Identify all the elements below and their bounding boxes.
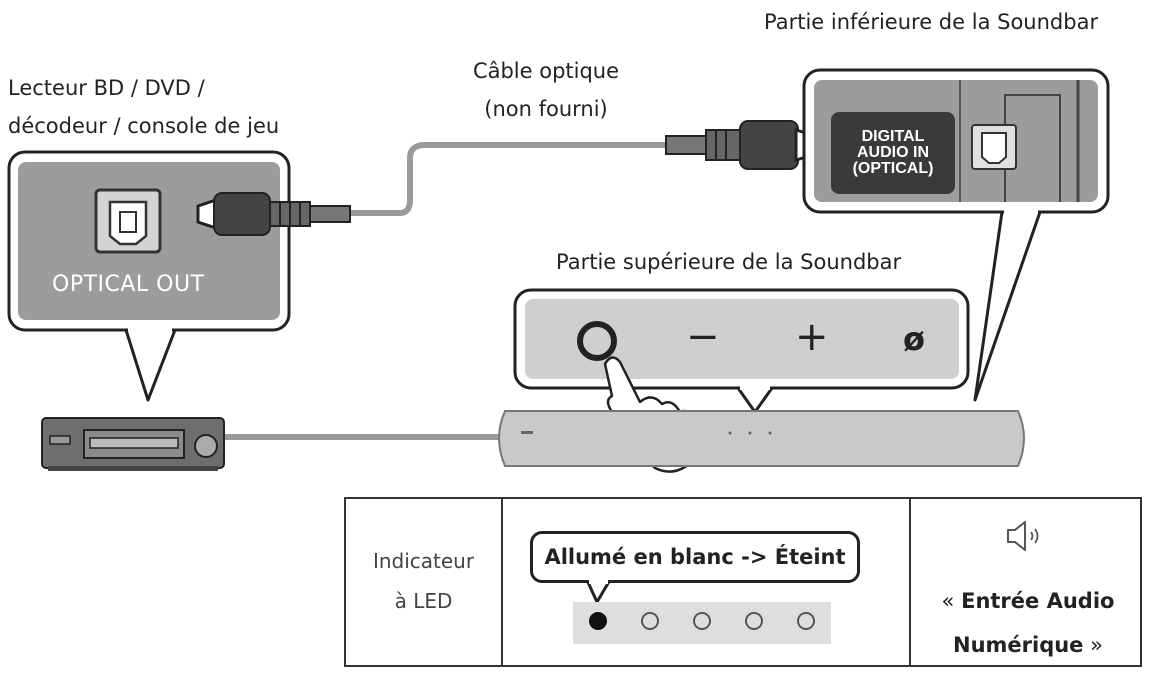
bd-player-icon [41,417,225,471]
led-dot [641,612,659,630]
soundbar-top-callout [513,288,970,414]
led-dot [745,612,763,630]
mode-line2: Numérique » [914,623,1142,667]
cable-label-line1: Câble optique [472,59,620,83]
cable-label-line2: (non fourni) [484,97,608,121]
table-divider-1 [501,499,503,665]
source-callout [7,150,291,402]
mode-suffix: » [1090,633,1103,657]
speaker-icon [914,517,1142,559]
power-button-icon [577,321,617,361]
led-dot [797,612,815,630]
digital-audio-in-label: DIGITAL AUDIO IN (OPTICAL) [831,112,955,194]
led-dot [589,612,607,630]
mode-line1: « Entrée Audio [914,579,1142,623]
table-divider-2 [909,499,911,665]
cable-label: Câble optique (non fourni) [446,52,646,128]
soundbar-bottom-callout [802,68,1110,402]
led-label-line2: à LED [394,589,453,613]
volume-up-button[interactable]: + [795,314,829,360]
led-state-bubble: Allumé en blanc -> Éteint [530,531,860,583]
led-indicator-label: Indicateur à LED [346,541,501,621]
led-dot [693,612,711,630]
soundbar-top-label: Partie supérieure de la Soundbar [556,250,902,274]
mode-name-1: Entrée Audio [961,589,1115,613]
optical-cable-line [350,142,670,216]
optical-port-icon [94,188,162,254]
digital-audio-in-line2: AUDIO IN [857,144,929,161]
mode-name-2: Numérique [953,633,1084,657]
mode-label: « Entrée Audio Numérique » [914,579,1142,667]
digital-audio-in-line1: DIGITAL [861,128,925,145]
led-label-line1: Indicateur [372,549,475,573]
optical-out-label: OPTICAL OUT [52,272,205,297]
source-plug-icon [196,192,351,236]
digital-audio-port-icon [971,124,1017,170]
soundbar-plug-icon [665,120,818,170]
source-device-label: Lecteur BD / DVD / décodeur / console de… [8,69,279,145]
source-device-line2: décodeur / console de jeu [8,114,280,138]
soundbar-bottom-label: Partie inférieure de la Soundbar [764,10,1099,34]
mode-prefix: « [941,589,955,613]
mic-button[interactable]: ø [903,320,925,358]
source-device-line1: Lecteur BD / DVD / [8,76,205,100]
soundbar-icon [498,410,1025,467]
volume-down-button[interactable]: − [686,314,720,360]
digital-audio-in-line3: (OPTICAL) [852,160,934,177]
